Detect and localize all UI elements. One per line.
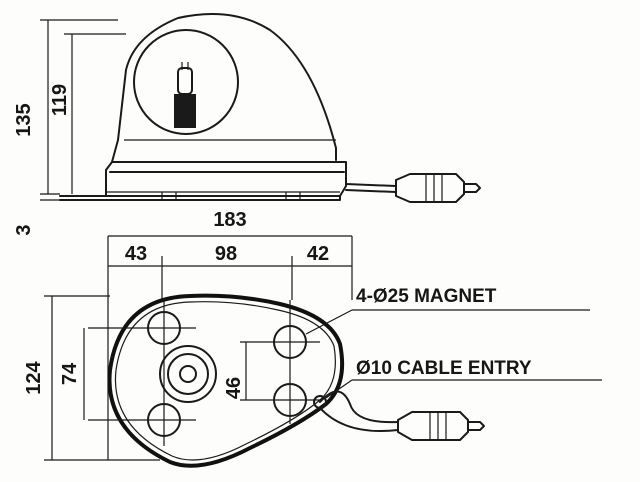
cable-entry-leader bbox=[325, 379, 353, 399]
plug-top-icon bbox=[397, 411, 485, 441]
bulb-icon bbox=[174, 62, 196, 128]
center-hub-outer bbox=[159, 345, 217, 403]
dim-magnet-spacing-right: 46 bbox=[223, 377, 245, 399]
beacon-base bbox=[105, 161, 347, 197]
top-cable bbox=[319, 390, 399, 424]
dim-right-segment: 42 bbox=[307, 243, 329, 265]
dim-overall-length: 183 bbox=[213, 209, 246, 231]
magnet-leader bbox=[305, 309, 353, 335]
length-dimensions bbox=[107, 235, 353, 460]
dim-base-thickness: 3 bbox=[13, 224, 35, 235]
beacon-dome bbox=[117, 13, 337, 161]
base-outline bbox=[107, 293, 345, 468]
center-hub-inner bbox=[179, 365, 197, 383]
lamp-globe bbox=[133, 29, 239, 135]
dim-magnet-spacing-left: 74 bbox=[59, 362, 81, 385]
side-cable bbox=[345, 183, 397, 187]
magnet-label: 4-Ø25 MAGNET bbox=[356, 286, 497, 307]
base-plate bbox=[59, 195, 341, 201]
dim-overall-height: 135 bbox=[13, 103, 35, 136]
dim-body-height: 119 bbox=[49, 84, 71, 116]
plug-side-icon bbox=[395, 173, 481, 203]
dim-middle-segment: 98 bbox=[215, 243, 237, 265]
top-view bbox=[44, 293, 602, 468]
dim-left-segment: 43 bbox=[125, 243, 147, 265]
side-view bbox=[40, 13, 481, 203]
cable-entry-label: Ø10 CABLE ENTRY bbox=[356, 358, 532, 379]
dim-base-width: 124 bbox=[23, 360, 45, 394]
